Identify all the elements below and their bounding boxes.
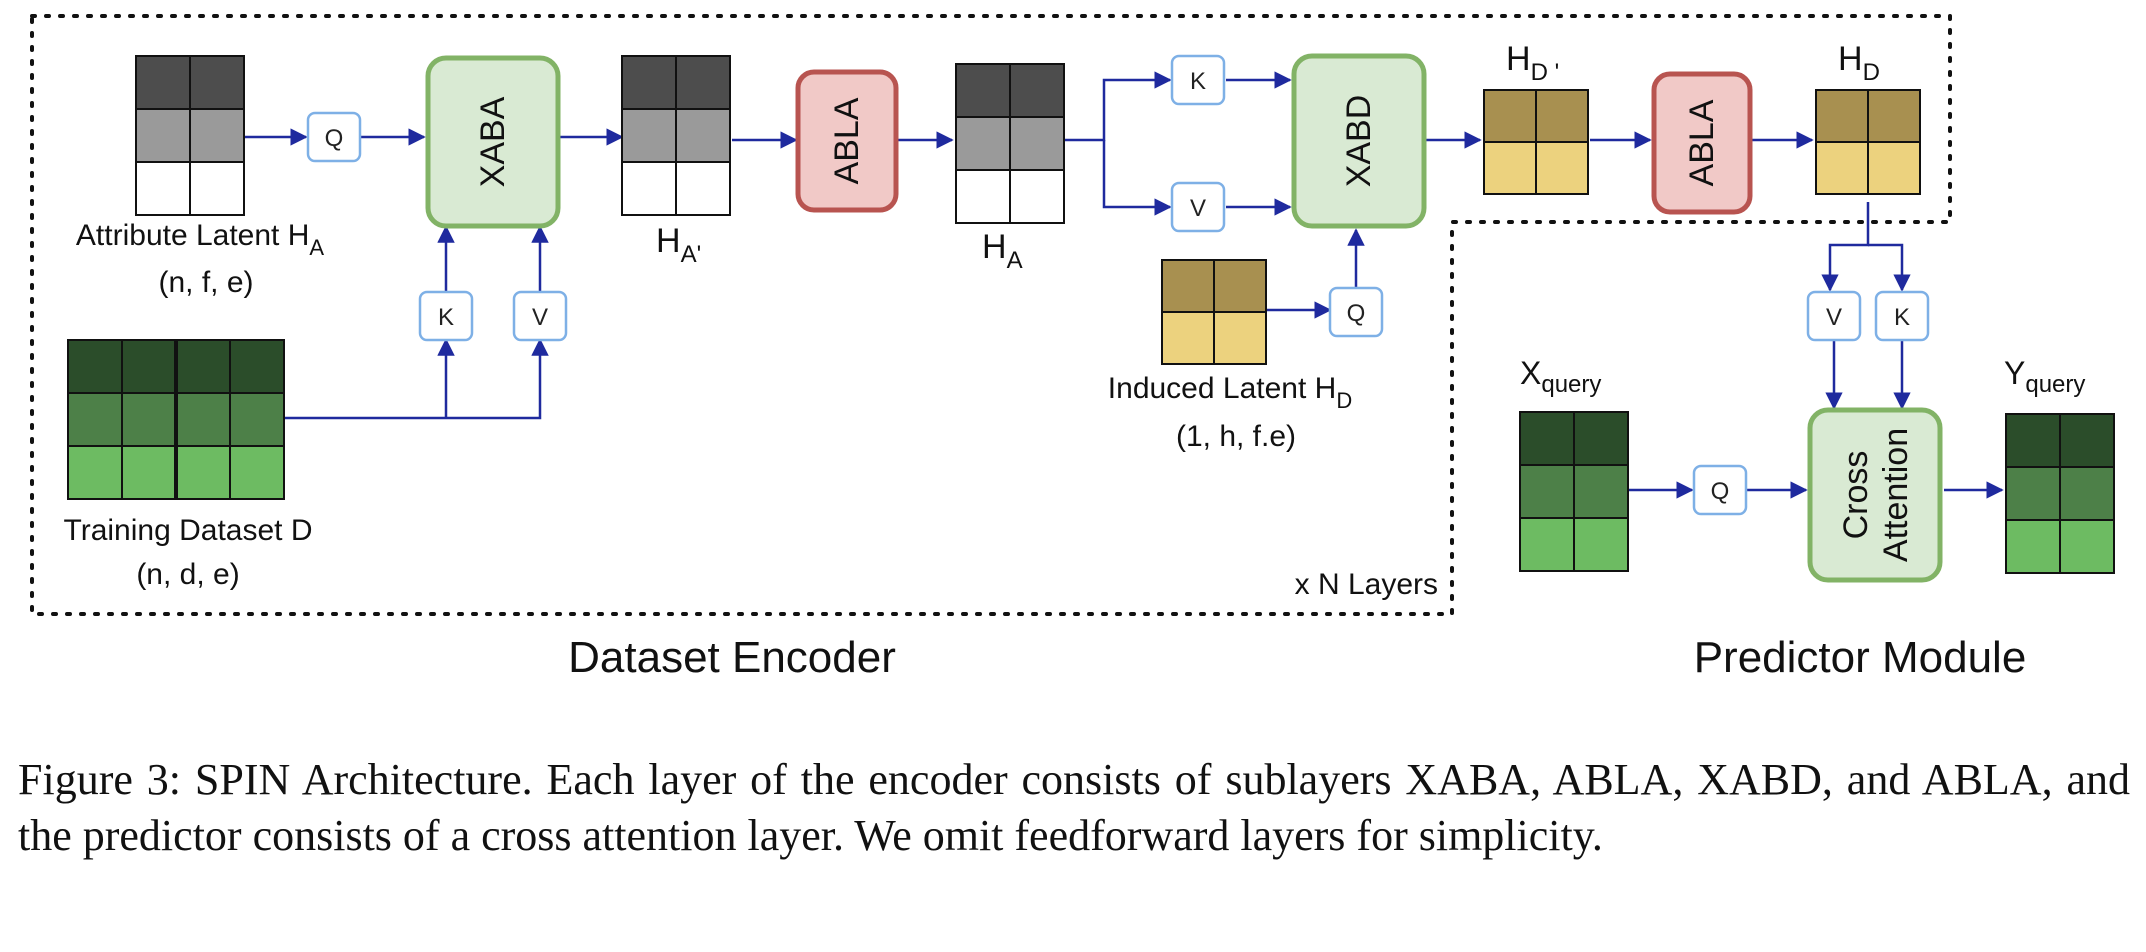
svg-text:Q: Q — [325, 125, 344, 152]
svg-text:ABLA: ABLA — [828, 97, 866, 184]
k-box-ha: K — [1170, 54, 1226, 106]
svg-text:V: V — [532, 304, 548, 331]
connection-arrows — [244, 71, 2004, 499]
svg-text:XABA: XABA — [474, 96, 512, 187]
v-box-training: V — [512, 290, 568, 342]
svg-text:K: K — [438, 304, 454, 331]
svg-text:XABD: XABD — [1340, 95, 1378, 188]
attribute-latent-matrix — [135, 55, 245, 216]
svg-text:V: V — [1826, 304, 1842, 331]
k-box-training: K — [418, 290, 474, 342]
v-box-predictor: V — [1806, 290, 1862, 342]
hd-matrix — [1815, 89, 1921, 195]
xquery-matrix — [1519, 411, 1629, 572]
cross-attention-block: Cross Attention — [1807, 407, 1943, 583]
attribute-latent-dims: (n, f, e) — [158, 266, 253, 299]
yquery-label: Yquery — [2004, 355, 2085, 398]
xabd-block: XABD — [1291, 53, 1427, 229]
xquery-label: Xquery — [1520, 355, 1601, 398]
spin-architecture-diagram: Q K V K V Q V K — [30, 14, 2115, 682]
qkv-boxes: Q K V K V Q V K — [306, 54, 1930, 516]
svg-text:V: V — [1190, 195, 1206, 222]
hd-prime-matrix — [1483, 89, 1589, 195]
xaba-block: XABA — [425, 55, 561, 229]
induced-latent-matrix — [1161, 259, 1267, 365]
induced-latent-dims: (1, h, f.e) — [1176, 420, 1296, 453]
figure-caption: Figure 3: SPIN Architecture. Each layer … — [18, 755, 2130, 860]
ha-prime-matrix — [621, 55, 731, 216]
svg-text:K: K — [1190, 68, 1206, 95]
yquery-matrix — [2005, 413, 2115, 574]
q-box-xquery: Q — [1692, 464, 1748, 516]
induced-latent-label: Induced Latent HD — [1108, 372, 1352, 413]
attribute-latent-label: Attribute Latent HA — [76, 219, 324, 260]
ha-prime-label: HA' — [656, 222, 701, 268]
training-dataset-dims: (n, d, e) — [136, 558, 239, 591]
n-layers-label: x N Layers — [1295, 568, 1438, 601]
abla-block-1: ABLA — [795, 69, 899, 213]
training-dataset-label: Training Dataset D — [64, 514, 313, 547]
q-box-induced: Q — [1328, 286, 1384, 338]
dataset-encoder-title: Dataset Encoder — [568, 633, 896, 682]
predictor-module-title: Predictor Module — [1694, 633, 2027, 682]
svg-text:K: K — [1894, 304, 1910, 331]
hd-prime-label: HD ' — [1506, 40, 1559, 86]
svg-text:ABLA: ABLA — [1683, 99, 1721, 186]
q-box-attribute: Q — [306, 111, 362, 163]
hd-label: HD — [1838, 40, 1880, 86]
svg-text:Attention: Attention — [1877, 428, 1915, 562]
abla-block-2: ABLA — [1651, 71, 1753, 215]
ha-matrix — [955, 63, 1065, 224]
encoder-dotted-boundary — [30, 14, 1952, 616]
ha-label: HA — [982, 228, 1023, 274]
training-dataset-matrix — [67, 339, 285, 500]
svg-text:Cross: Cross — [1837, 451, 1875, 540]
svg-text:Q: Q — [1347, 300, 1366, 327]
v-box-ha: V — [1170, 181, 1226, 233]
k-box-predictor: K — [1874, 290, 1930, 342]
svg-text:Q: Q — [1711, 478, 1730, 505]
